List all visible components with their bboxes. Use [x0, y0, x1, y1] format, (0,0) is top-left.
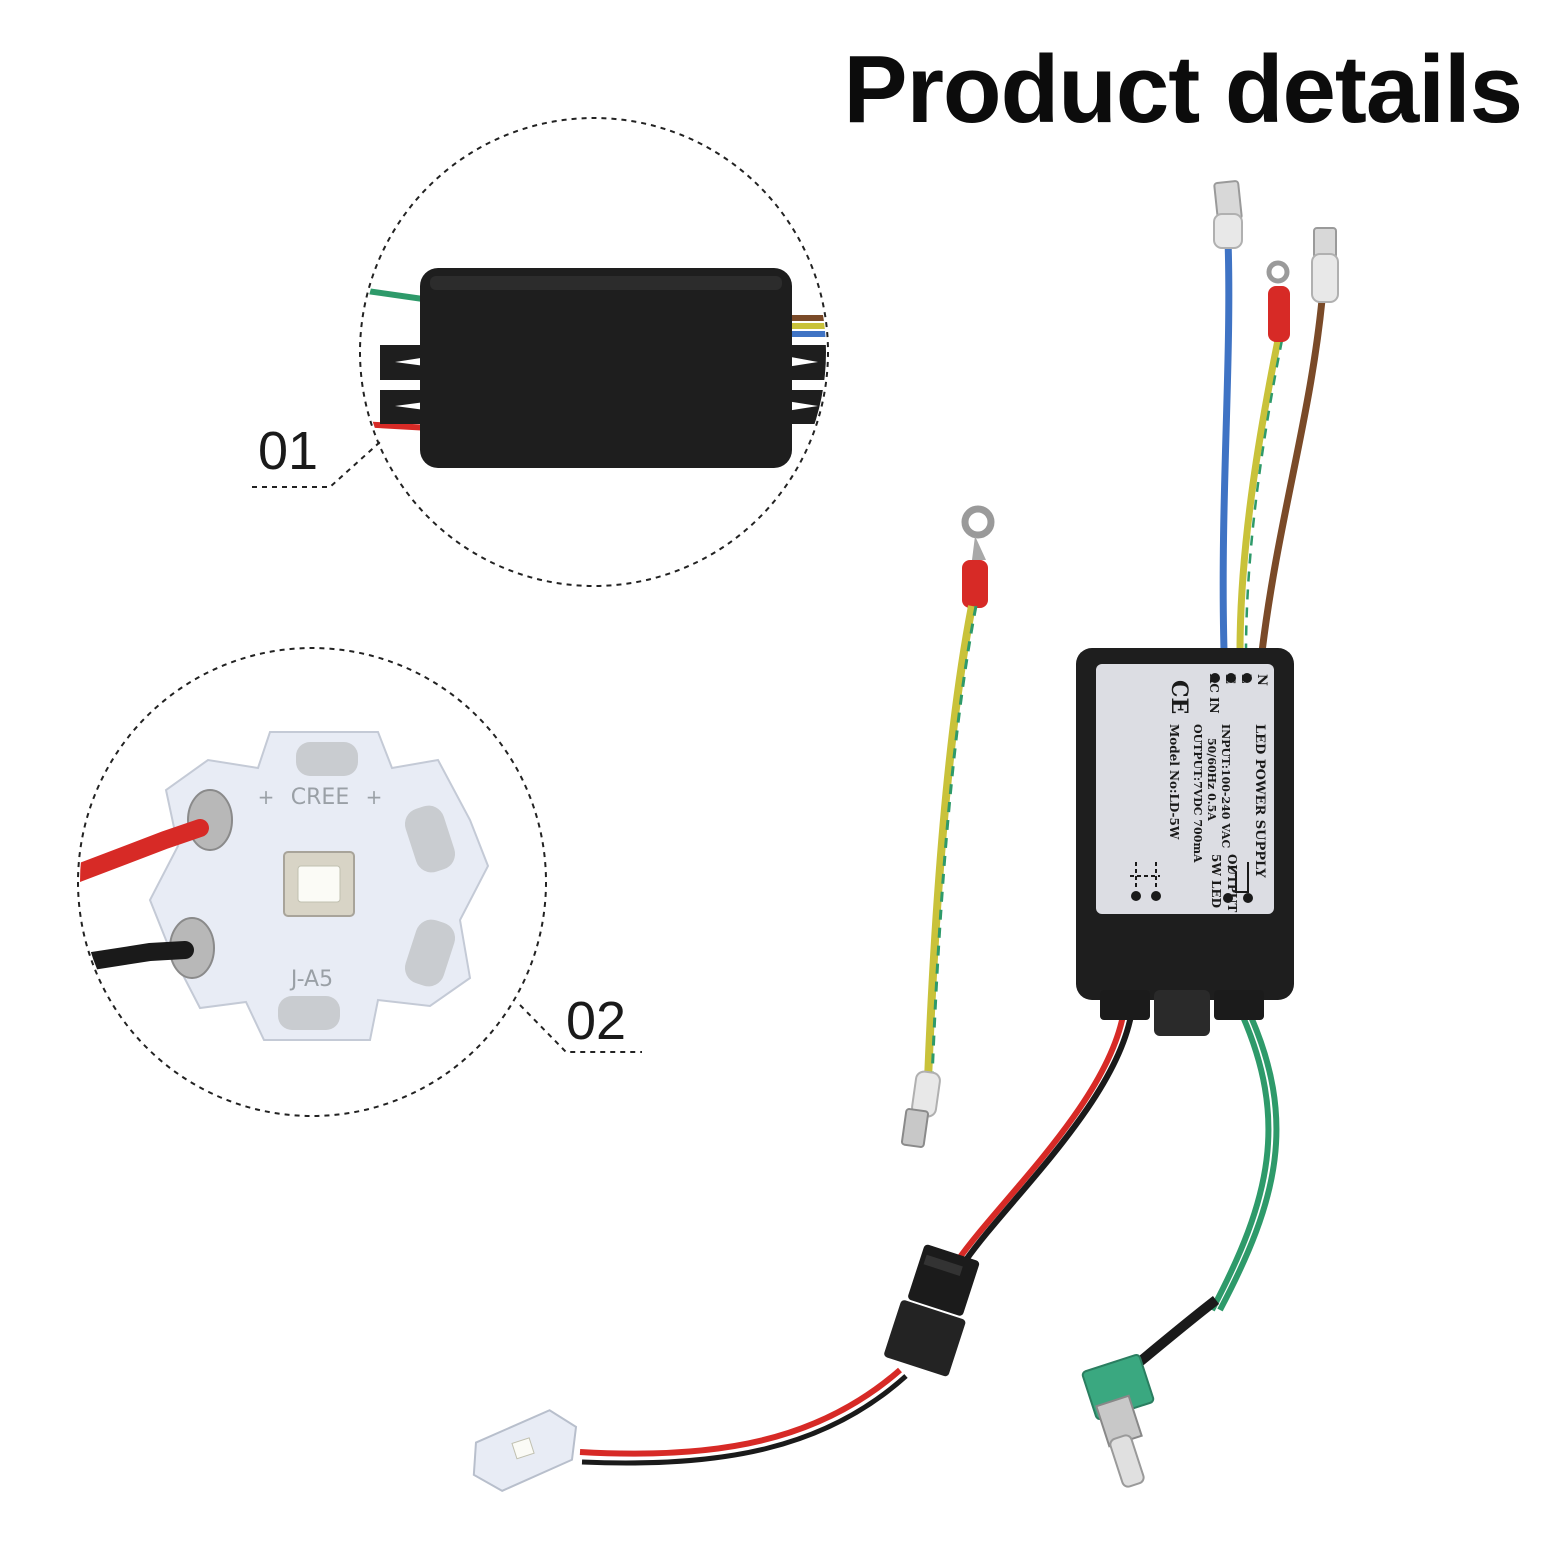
page-title: Product details: [843, 36, 1523, 143]
pot-shaft: [1109, 1434, 1145, 1488]
spade-terminal: [900, 1108, 930, 1148]
dimmer-wire-green-2: [1217, 1008, 1280, 1312]
led-wire-black: [80, 941, 194, 975]
closeup-driver-body: [420, 268, 792, 468]
led-schematic-icon: [1130, 862, 1161, 901]
input-wires: [1213, 180, 1339, 653]
small-led-board: [472, 1409, 578, 1492]
led-driver: N L E AC IN CE LED POWER SUPPLY INPUT:10…: [1076, 648, 1294, 1036]
label-model: Model No:LD-5W: [1167, 724, 1181, 840]
svg-text:+: +: [366, 785, 383, 809]
ground-wire: [900, 505, 995, 1148]
dimmer-potentiometer: [1081, 1353, 1155, 1488]
svg-text:+: +: [258, 785, 275, 809]
led-wire-red: [80, 819, 209, 889]
label-output-led: 5W LED: [1209, 854, 1223, 908]
yellow-ring-terminal: [1266, 260, 1290, 284]
label-input-1: INPUT:100-240 VAC: [1219, 724, 1232, 848]
callout-01-leader: [252, 441, 381, 488]
driver-closeup: [362, 268, 826, 468]
led-code-text: J-A5: [289, 967, 333, 992]
led-brand-text: CREE: [291, 785, 349, 810]
closeup-wire-green: [362, 287, 431, 303]
driver-label: [1096, 664, 1274, 914]
ring-terminal: [961, 505, 995, 539]
pin-ac-in: AC IN: [1207, 673, 1221, 714]
label-input-2: 50/60Hz 0.5A: [1205, 738, 1218, 821]
ring-terminal-insulator: [962, 560, 988, 608]
dimmer-cable: [1126, 1296, 1220, 1374]
led-board-closeup: CREE + + J-A5: [80, 731, 490, 1041]
callout-01-circle: [359, 117, 829, 587]
pin-n: N: [1254, 674, 1269, 686]
callout-01-label: 01: [258, 421, 319, 481]
wire-blue: [1219, 239, 1233, 651]
callout-02-leader: [519, 1004, 642, 1053]
output-wires: [472, 1008, 1280, 1492]
driver-label-text: N L E AC IN CE LED POWER SUPPLY INPUT:10…: [1166, 673, 1269, 912]
callout-02-circle: [77, 647, 547, 1117]
label-heading: LED POWER SUPPLY: [1252, 724, 1267, 878]
ce-mark: CE: [1166, 680, 1192, 714]
callout-02: CREE + + J-A5: [77, 647, 642, 1117]
wire-connector: [884, 1244, 980, 1377]
callout-01: [252, 117, 829, 587]
wire-yellow: [1236, 339, 1282, 653]
wire-brown: [1258, 299, 1326, 653]
output-wire-black: [963, 1009, 1135, 1262]
led-lead-red: [579, 1367, 902, 1457]
led-lead-black: [581, 1374, 908, 1466]
callout-02-label: 02: [566, 991, 627, 1051]
ground-wire-yellow: [924, 605, 976, 1081]
label-output: OUTPUT:7VDC 700mA: [1191, 724, 1204, 863]
dimmer-wire-green-1: [1209, 1008, 1272, 1312]
solder-joint-red: [187, 789, 233, 851]
output-wire-red: [955, 1009, 1127, 1262]
dimmer-schematic-icon: [1223, 862, 1253, 903]
